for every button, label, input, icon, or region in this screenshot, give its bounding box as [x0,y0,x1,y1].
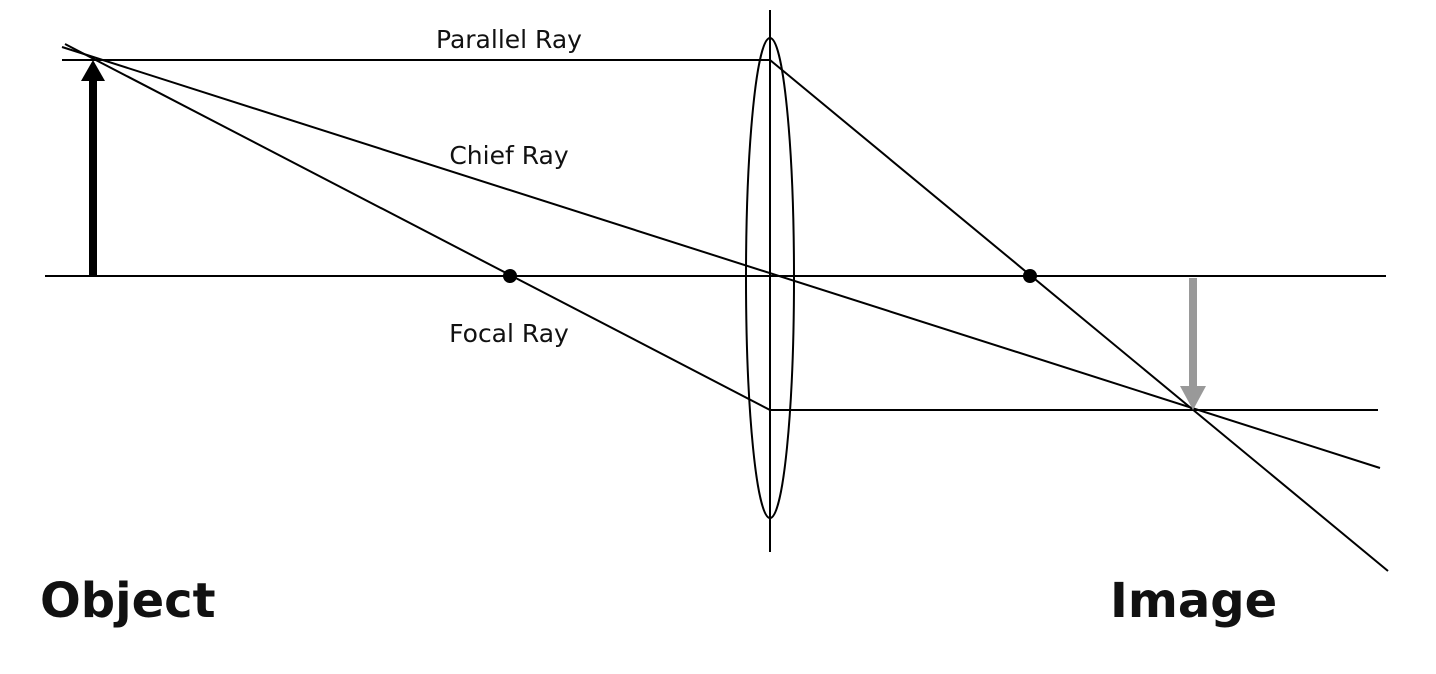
parallel-ray [62,59,1389,572]
image-caption: Image [1110,573,1277,629]
chief-ray-label: Chief Ray [449,141,569,170]
chief-ray [61,46,1381,469]
focal-ray [64,43,1378,411]
object-arrow-icon [81,60,105,277]
image-arrow-icon [1180,278,1206,410]
parallel-ray-label: Parallel Ray [436,25,582,54]
object-caption: Object [40,573,216,629]
right-focal-point [1023,269,1037,283]
convex-lens [745,37,795,519]
left-focal-point [503,269,517,283]
focal-ray-label: Focal Ray [449,319,569,348]
